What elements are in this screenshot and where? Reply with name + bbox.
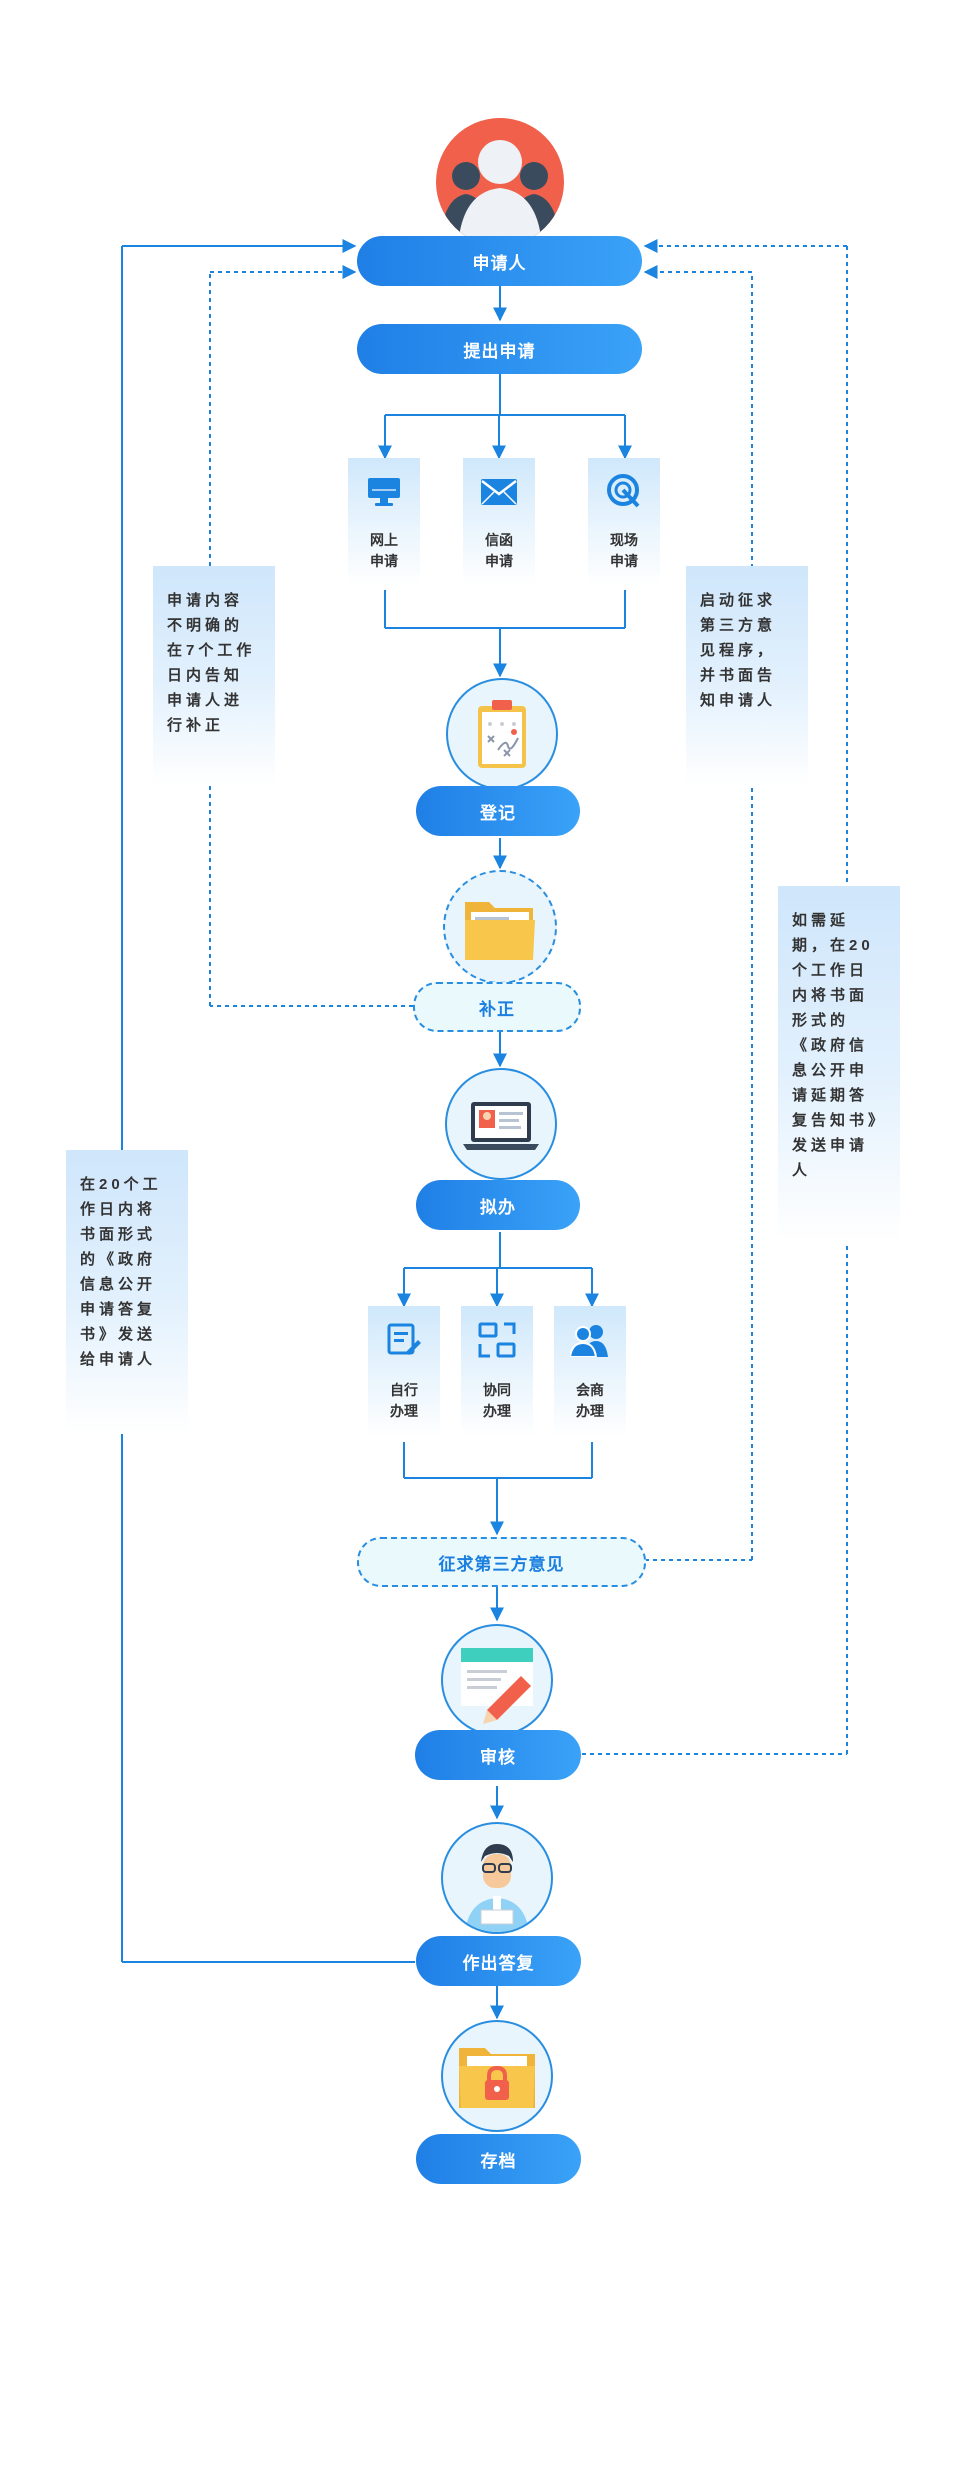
- node-review[interactable]: 审核: [415, 1730, 581, 1780]
- node-third-party[interactable]: 征求第三方意见: [357, 1537, 646, 1587]
- node-draft[interactable]: 拟办: [416, 1180, 580, 1230]
- envelope-icon: [463, 472, 535, 512]
- review-illustration: [441, 1624, 553, 1736]
- note-unclear-text: 申请内容不明确的在7个工作日内告知申请人进行补正: [167, 592, 256, 734]
- reply-illustration: [441, 1822, 553, 1934]
- note-reply-20days-text: 在20个工作日内将书面形式的《政府信息公开申请答复书》发送给申请人: [80, 1176, 162, 1368]
- location-icon: [588, 472, 660, 512]
- card-self-handle-line1: 自行: [390, 1382, 418, 1398]
- locked-folder-icon: [459, 2048, 535, 2108]
- card-self-handle-label: 自行 办理: [368, 1380, 440, 1422]
- card-online-apply-label: 网上 申请: [348, 530, 420, 572]
- monitor-icon: [348, 472, 420, 512]
- card-self-handle-line2: 办理: [390, 1403, 418, 1419]
- document-pencil-icon: [461, 1648, 533, 1724]
- card-self-handle[interactable]: 自行 办理: [368, 1306, 440, 1438]
- register-illustration: [446, 678, 558, 790]
- archive-illustration: [441, 2020, 553, 2132]
- customer-service-icon: [465, 1844, 529, 1932]
- card-onsite-apply-label: 现场 申请: [588, 530, 660, 572]
- note-extension-text: 如需延期，在20个工作日内将书面形式的《政府信息公开申请延期答复告知书》发送申请…: [792, 912, 880, 1179]
- note-extension: 如需延期，在20个工作日内将书面形式的《政府信息公开申请延期答复告知书》发送申请…: [778, 886, 900, 1242]
- node-submit[interactable]: 提出申请: [357, 324, 642, 374]
- card-consult-handle[interactable]: 会商 办理: [554, 1306, 626, 1438]
- card-joint-handle-line1: 协同: [483, 1382, 511, 1398]
- note-reply-20days: 在20个工作日内将书面形式的《政府信息公开申请答复书》发送给申请人: [66, 1150, 188, 1434]
- card-letter-apply-line1: 信函: [485, 532, 513, 548]
- laptop-icon: [463, 1102, 539, 1150]
- folder-icon: [465, 902, 535, 960]
- clipboard-icon: [478, 700, 526, 768]
- node-archive[interactable]: 存档: [416, 2134, 581, 2184]
- card-letter-apply-label: 信函 申请: [463, 530, 535, 572]
- card-onsite-apply-line2: 申请: [610, 553, 638, 569]
- node-applicant[interactable]: 申请人: [357, 236, 642, 286]
- card-online-apply-line1: 网上: [370, 532, 398, 548]
- card-letter-apply-line2: 申请: [485, 553, 513, 569]
- note-third-party: 启动征求第三方意见程序，并书面告知申请人: [686, 566, 808, 786]
- card-online-apply-line2: 申请: [370, 553, 398, 569]
- draft-illustration: [445, 1068, 557, 1180]
- card-joint-handle-label: 协同 办理: [461, 1380, 533, 1422]
- people-icon: [554, 1320, 626, 1360]
- node-supplement[interactable]: 补正: [413, 982, 581, 1032]
- applicant-avatar: [436, 118, 564, 246]
- card-joint-handle-line2: 办理: [483, 1403, 511, 1419]
- node-reply[interactable]: 作出答复: [416, 1936, 581, 1986]
- note-unclear: 申请内容不明确的在7个工作日内告知申请人进行补正: [153, 566, 275, 786]
- card-consult-handle-line2: 办理: [576, 1403, 604, 1419]
- card-consult-handle-line1: 会商: [576, 1382, 604, 1398]
- node-register[interactable]: 登记: [416, 786, 580, 836]
- card-onsite-apply-line1: 现场: [610, 532, 638, 548]
- network-icon: [461, 1320, 533, 1360]
- card-letter-apply[interactable]: 信函 申请: [463, 458, 535, 586]
- card-consult-handle-label: 会商 办理: [554, 1380, 626, 1422]
- note-third-party-text: 启动征求第三方意见程序，并书面告知申请人: [700, 592, 777, 709]
- supplement-illustration: [443, 870, 557, 984]
- card-joint-handle[interactable]: 协同 办理: [461, 1306, 533, 1438]
- edit-icon: [368, 1320, 440, 1360]
- card-onsite-apply[interactable]: 现场 申请: [588, 458, 660, 586]
- card-online-apply[interactable]: 网上 申请: [348, 458, 420, 586]
